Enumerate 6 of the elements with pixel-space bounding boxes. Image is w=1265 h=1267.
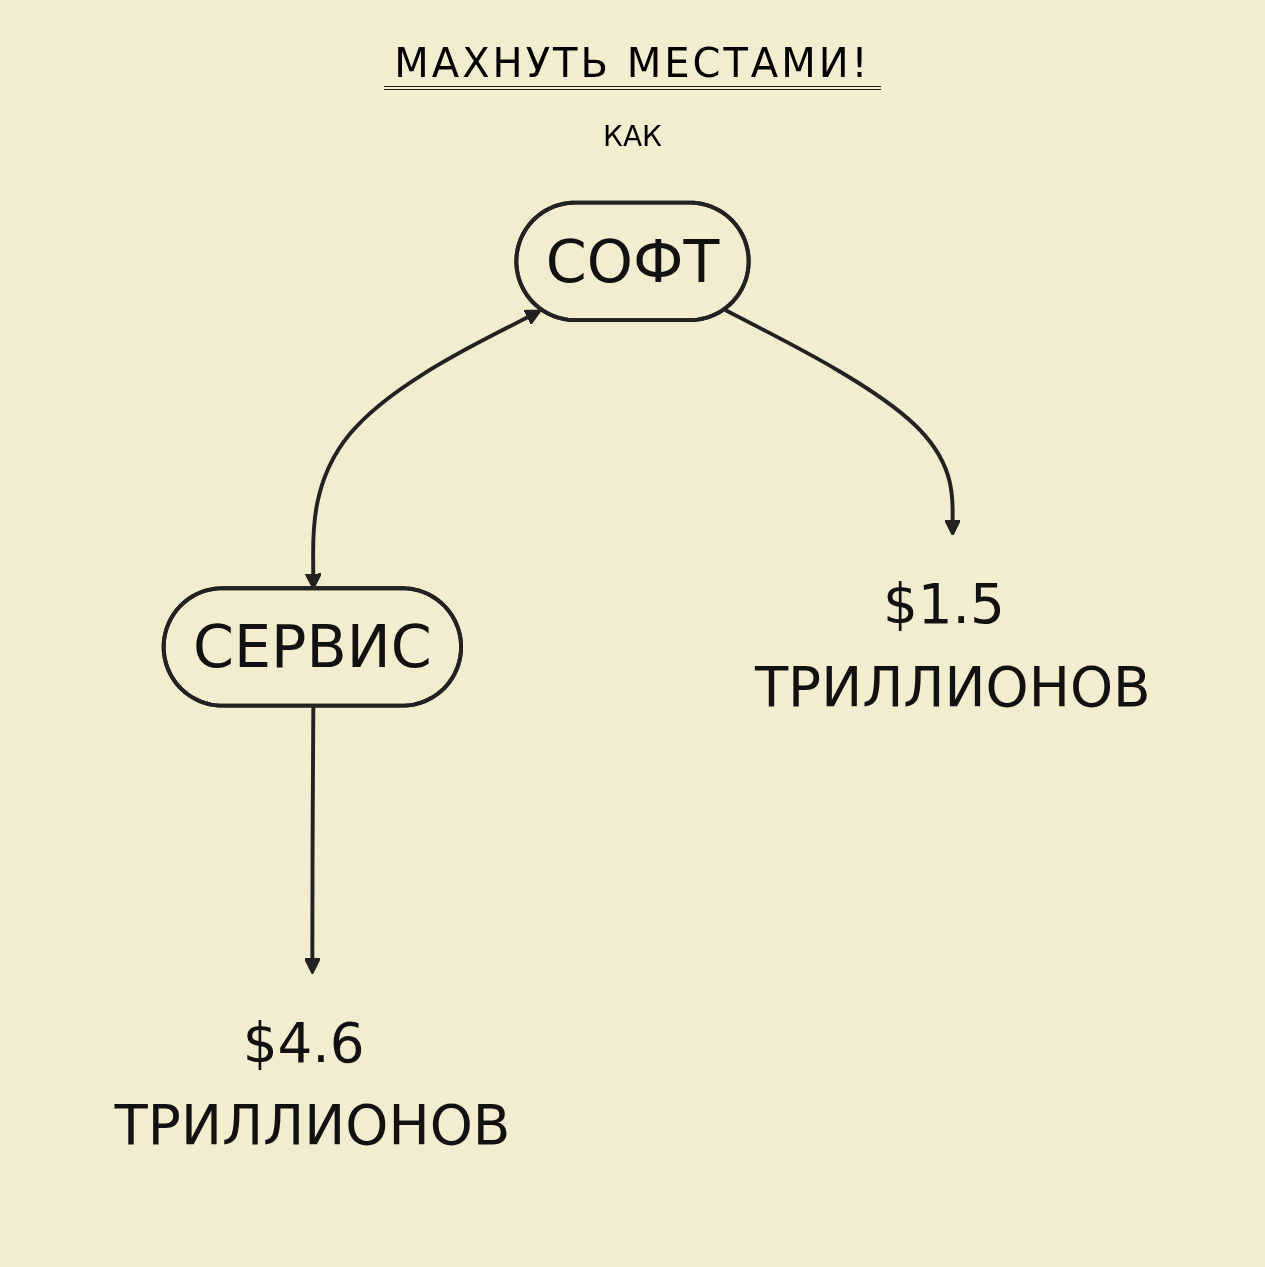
arrow [303,706,321,975]
label-text: КАК [603,120,662,153]
title: МАХНУТЬ МЕСТАМИ! [384,40,881,90]
arrow [724,308,962,537]
node-text: $1.5 ТРИЛЛИОНОВ [754,572,1151,720]
node-text: $4.6 ТРИЛЛИОНОВ [114,1011,511,1158]
